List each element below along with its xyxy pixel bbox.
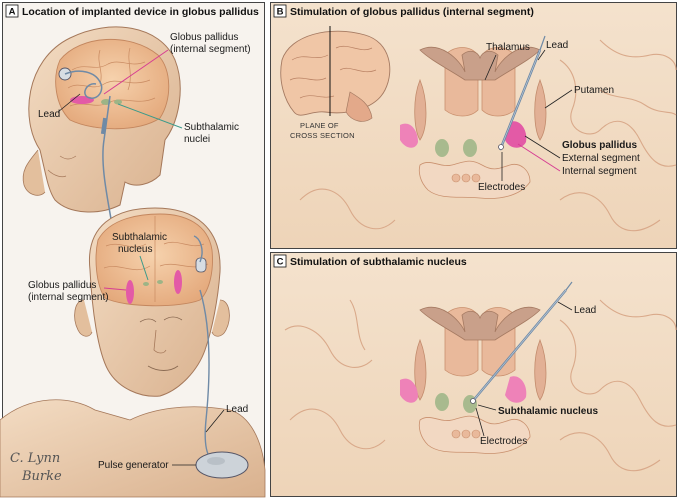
label-gp-lower-1: Globus pallidus: [28, 280, 96, 291]
label-pulse-generator: Pulse generator: [98, 460, 169, 471]
upper-head-figure: [22, 26, 181, 226]
panel-c: C Stimulation of subthalamic nucleus Lea…: [270, 252, 677, 497]
label-plane-2: CROSS SECTION: [290, 131, 355, 140]
label-lead-b: Lead: [546, 40, 568, 51]
panel-b: B Stimulation of globus pallidus (intern…: [270, 2, 677, 249]
panel-c-letter: C: [277, 257, 284, 268]
pulse-generator-device: [195, 451, 249, 479]
b-ventricles: [419, 47, 541, 81]
c-ventricles: [419, 307, 541, 341]
panel-c-badge: [273, 254, 287, 268]
label-thalamus: Thalamus: [486, 42, 530, 53]
artist-signature-line-2: Burke: [21, 469, 62, 484]
c-electrode-tip: [470, 398, 476, 404]
label-stn-upper-1: Subthalamic: [184, 122, 239, 133]
upper-gp-internal: [70, 96, 94, 104]
label-internal-segment: Internal segment: [562, 166, 637, 177]
b-putamen: [534, 78, 547, 141]
c-stn-left: [435, 393, 449, 411]
label-subthalamic-nucleus-c: Subthalamic nucleus: [498, 406, 598, 417]
panel-a-letter: A: [9, 7, 16, 18]
label-lead-c: Lead: [574, 305, 596, 316]
label-gp-upper-2: (internal segment): [170, 44, 251, 55]
c-gp-right: [505, 376, 527, 403]
panel-b-title: Stimulation of globus pallidus (internal…: [290, 6, 534, 18]
label-stn-upper-2: nuclei: [184, 134, 210, 145]
label-electrodes-c: Electrodes: [480, 436, 527, 447]
lower-gp-left: [126, 280, 134, 304]
label-lead-upper: Lead: [38, 109, 60, 120]
panel-a-title: Location of implanted device in globus p…: [22, 6, 259, 18]
label-lead-lower: Lead: [226, 404, 248, 415]
panel-c-frame: [270, 252, 677, 497]
panel-b-letter: B: [277, 7, 284, 18]
panel-a: A Location of implanted device in globus…: [0, 2, 266, 498]
label-globus-pallidus-b: Globus pallidus: [562, 140, 637, 151]
b-sagittal-brain: [280, 30, 391, 116]
label-stn-lower-2: nucleus: [118, 244, 152, 255]
label-gp-lower-2: (internal segment): [28, 292, 109, 303]
b-stn-right: [463, 139, 477, 157]
upper-lead-wire: [64, 70, 103, 99]
upper-brain: [55, 38, 170, 130]
label-stn-lower-1: Subthalamic: [112, 232, 167, 243]
panel-a-badge: [5, 4, 19, 18]
label-putamen: Putamen: [574, 85, 614, 96]
label-gp-upper-1: Globus pallidus: [170, 32, 238, 43]
panel-c-title: Stimulation of subthalamic nucleus: [290, 256, 467, 268]
label-external-segment: External segment: [562, 153, 640, 164]
panel-b-badge: [273, 4, 287, 18]
b-stn-left: [435, 139, 449, 157]
lower-gp-right: [174, 270, 182, 294]
c-gp-left: [400, 378, 418, 403]
b-gp-right: [505, 121, 527, 148]
b-gp-left: [400, 123, 418, 148]
lower-brain: [95, 213, 213, 307]
lower-man-figure: [0, 207, 266, 498]
b-electrode-tip: [498, 144, 504, 150]
label-plane-1: PLANE OF: [300, 121, 339, 130]
artist-signature-line-1: C. Lynn: [10, 451, 60, 466]
label-electrodes-b: Electrodes: [478, 182, 525, 193]
